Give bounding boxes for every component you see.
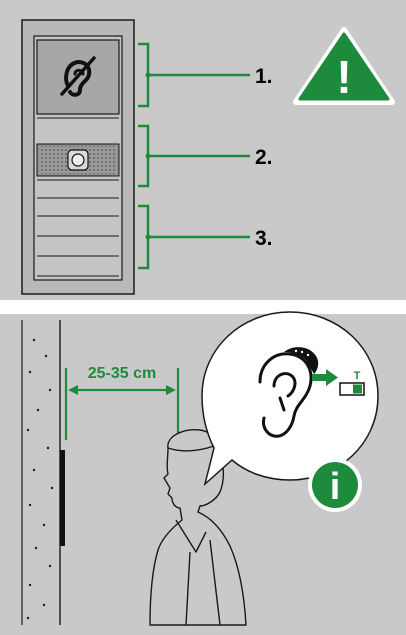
warning-mark: ! [336, 51, 351, 103]
distance-label: 25-35 cm [88, 365, 157, 382]
camera-icon [67, 149, 89, 171]
telecoil-switch-icon: T [339, 370, 365, 396]
telecoil-letter: T [354, 370, 361, 382]
speech-bubble [201, 311, 379, 487]
distance-dimension [64, 368, 180, 440]
door-entry-panel [21, 19, 135, 295]
ear-icon [258, 352, 313, 438]
wall [21, 320, 65, 625]
arrow-icon [312, 369, 338, 386]
separator [0, 300, 406, 314]
info-icon: i [308, 458, 362, 512]
warning-triangle-icon: ! [293, 27, 395, 105]
wall-mounted-panel [60, 450, 65, 546]
hearing-loop-icon [60, 56, 96, 97]
hearing-aid-icon [284, 347, 319, 374]
label-module-2: 2. [255, 146, 273, 169]
info-letter: i [330, 466, 341, 508]
label-module-1: 1. [255, 65, 273, 88]
label-module-3: 3. [255, 227, 273, 250]
